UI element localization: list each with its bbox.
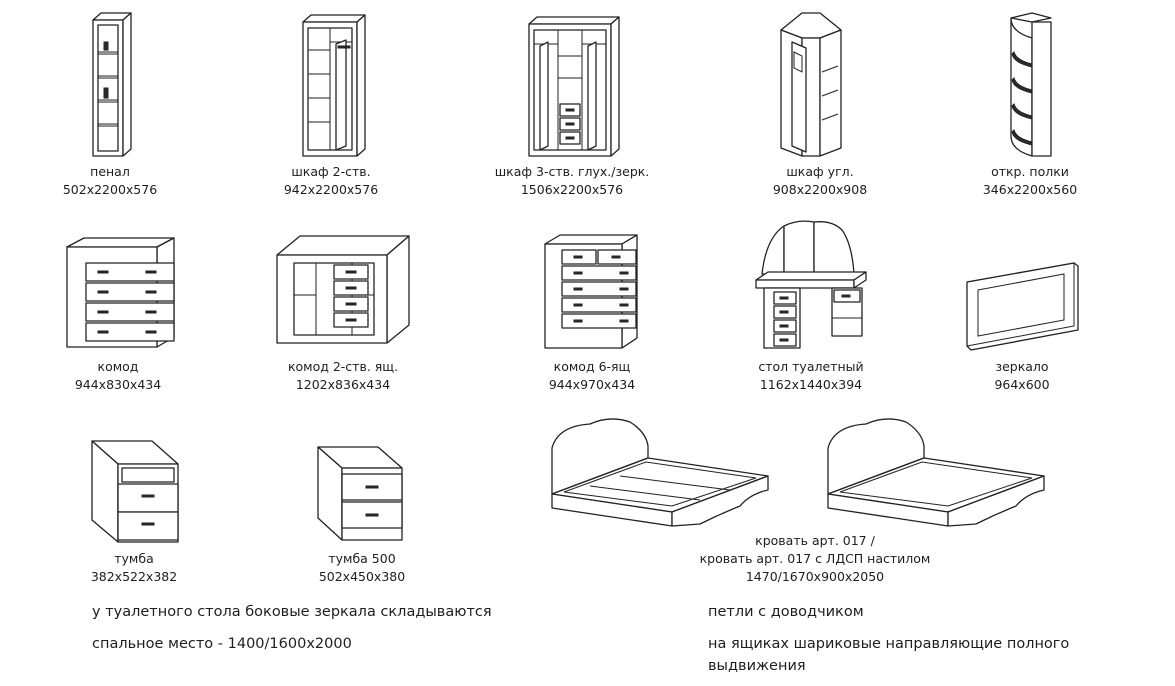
dresser-image	[66, 237, 176, 349]
nightstand-name: тумба	[114, 551, 154, 566]
dresser-6-drawer-size: 944x970x434	[548, 377, 636, 392]
note-drawer-runners-line1: на ящиках шариковые направляющие полного	[708, 636, 1070, 652]
nightstand-500-name: тумба 500	[328, 551, 396, 566]
penal-caption: пенал 502x2200x576	[63, 163, 157, 199]
corner-wardrobe-size: 908x2200x908	[772, 182, 868, 197]
nightstand-500-size: 502x450x380	[318, 569, 406, 584]
dresser-2-door-image	[276, 235, 410, 345]
open-shelves-name: откр. полки	[991, 164, 1069, 179]
dresser-6-drawer-caption: комод 6-ящ 944x970x434	[549, 358, 635, 394]
open-shelves-caption: откр. полки 346x2200x560	[983, 163, 1077, 199]
open-shelves-size: 346x2200x560	[982, 182, 1078, 197]
note-hinges: петли с доводчиком	[708, 604, 864, 620]
open-shelves-image	[1010, 12, 1052, 157]
wardrobe-3-door-caption: шкаф 3-ств. глух./зерк. 1506x2200x576	[495, 163, 650, 199]
wardrobe-3-door-name: шкаф 3-ств. глух./зерк.	[494, 164, 650, 179]
dresser-2-door-caption: комод 2-ств. ящ. 1202x836x434	[288, 358, 398, 394]
penal-size: 502x2200x576	[62, 182, 158, 197]
nightstand-500-image	[314, 446, 404, 542]
corner-wardrobe-image	[780, 12, 842, 157]
corner-wardrobe-caption: шкаф угл. 908x2200x908	[773, 163, 867, 199]
note-drawer-runners-line2: выдвижения	[708, 658, 806, 674]
mirror-size: 964x600	[994, 377, 1050, 392]
wardrobe-2-door-image	[302, 14, 366, 157]
dresser-caption: комод 944x830x434	[75, 358, 161, 394]
nightstand-image	[88, 440, 180, 544]
corner-wardrobe-name: шкаф угл.	[786, 164, 854, 179]
dresser-size: 944x830x434	[74, 377, 162, 392]
dresser-2-door-name: комод 2-ств. ящ.	[287, 359, 399, 374]
vanity-table-name: стол туалетный	[758, 359, 864, 374]
vanity-table-caption: стол туалетный 1162x1440x394	[758, 358, 863, 394]
note-mirrors-fold: у туалетного стола боковые зеркала склад…	[92, 604, 492, 620]
penal-image	[92, 12, 132, 157]
wardrobe-3-door-size: 1506x2200x576	[520, 182, 624, 197]
nightstand-caption: тумба 382x522x382	[91, 550, 177, 586]
nightstand-size: 382x522x382	[90, 569, 178, 584]
note-drawer-runners: на ящиках шариковые направляющие полного…	[708, 633, 1069, 677]
wardrobe-3-door-image	[528, 16, 620, 157]
penal-name: пенал	[90, 164, 130, 179]
wardrobe-2-door-size: 942x2200x576	[283, 182, 379, 197]
bed-size: 1470/1670x900x2050	[745, 569, 885, 584]
bed-image	[550, 414, 772, 528]
dresser-2-door-size: 1202x836x434	[295, 377, 391, 392]
note-sleeping-place: спальное место - 1400/1600x2000	[92, 636, 352, 652]
mirror-image	[966, 262, 1080, 352]
bed-line1: кровать арт. 017 /	[755, 533, 875, 548]
mirror-caption: зеркало 964x600	[994, 358, 1049, 394]
wardrobe-2-door-name: шкаф 2-ств.	[291, 164, 371, 179]
dresser-6-drawer-image	[544, 234, 638, 350]
vanity-table-image	[752, 218, 868, 350]
bed-line2: кровать арт. 017 с ЛДСП настилом	[699, 551, 931, 566]
bed-image-2	[826, 414, 1048, 528]
nightstand-500-caption: тумба 500 502x450x380	[319, 550, 405, 586]
vanity-table-size: 1162x1440x394	[759, 377, 863, 392]
mirror-name: зеркало	[995, 359, 1049, 374]
bed-caption: кровать арт. 017 / кровать арт. 017 с ЛД…	[700, 532, 931, 586]
dresser-name: комод	[97, 359, 139, 374]
dresser-6-drawer-name: комод 6-ящ	[553, 359, 631, 374]
wardrobe-2-door-caption: шкаф 2-ств. 942x2200x576	[284, 163, 378, 199]
